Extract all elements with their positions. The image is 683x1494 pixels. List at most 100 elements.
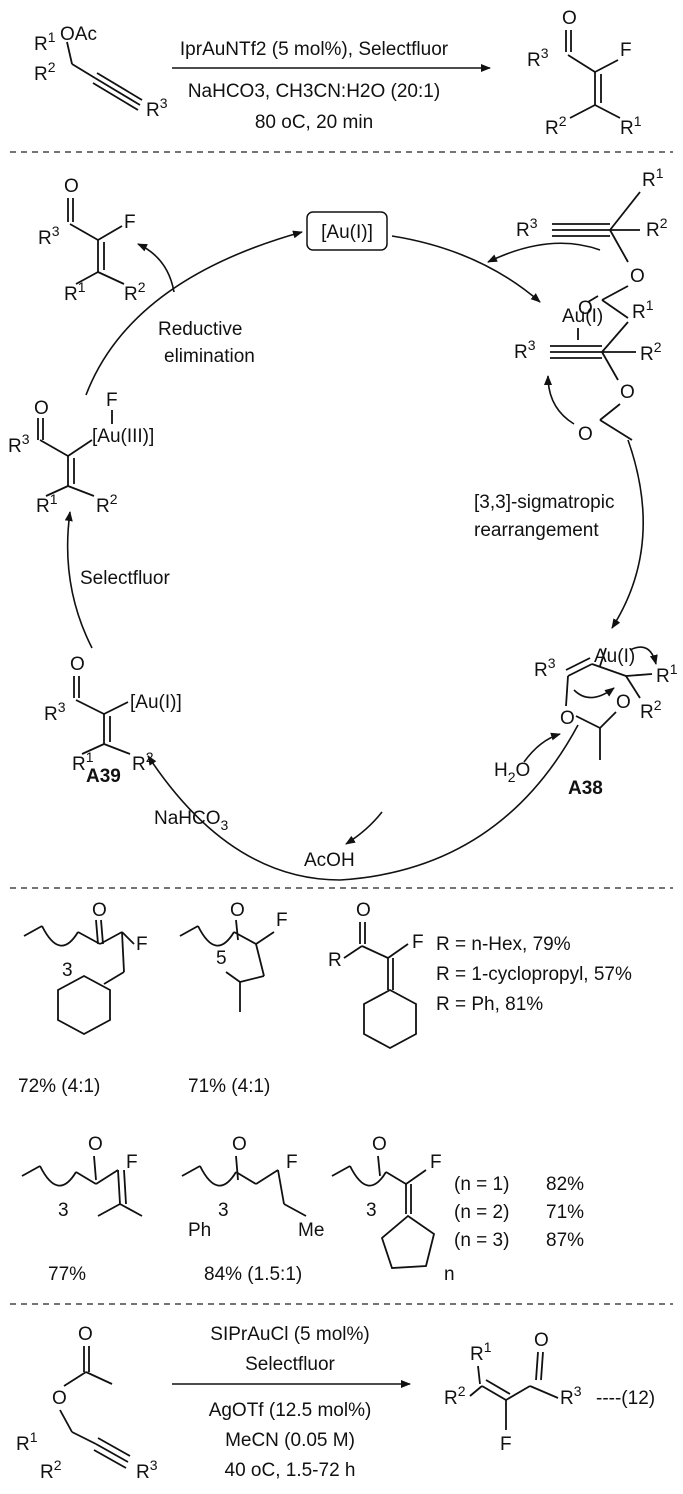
a39-structure: O R3 [Au(I)] R1 R2 — [44, 654, 182, 775]
condition-line-1: IprAuNTf2 (5 mol%), Selectfluor — [180, 39, 449, 60]
bottom-condition-4: MeCN (0.05 M) — [225, 1430, 355, 1451]
top-product: O R3 F R2 R1 — [527, 8, 642, 139]
oac-label: OAc — [60, 24, 97, 45]
n1-label: (n = 1) — [454, 1174, 509, 1195]
svg-text:R2: R2 — [640, 697, 662, 723]
svg-text:R3: R3 — [534, 655, 556, 681]
svg-text:R1: R1 — [470, 1339, 492, 1365]
o-label: O — [562, 8, 577, 29]
f-label: F — [620, 40, 632, 61]
condition-line-2: NaHCO3, CH3CN:H2O (20:1) — [188, 81, 440, 102]
svg-text:O: O — [620, 382, 635, 403]
a38-structure: Au(I) R3 R1 R2 O O — [523, 646, 678, 763]
svg-text:F: F — [124, 212, 136, 233]
base-label: NaHCO3 — [154, 808, 229, 833]
a39-label: A39 — [86, 766, 121, 787]
yield-5: 84% (1.5:1) — [204, 1264, 302, 1285]
svg-text:O: O — [616, 692, 631, 713]
svg-text:O: O — [34, 398, 49, 419]
svg-text:n: n — [444, 1264, 455, 1285]
svg-text:O: O — [64, 176, 79, 197]
acoh-label: AcOH — [304, 850, 355, 871]
svg-text:R3: R3 — [514, 337, 536, 363]
svg-text:R1: R1 — [642, 165, 664, 191]
r3-label: R3 — [527, 45, 549, 71]
bottom-product: R1 R2 F O R3 ----(12) — [444, 1330, 655, 1455]
cycle-product: O R3 F R1 R2 — [38, 176, 146, 305]
bottom-condition-5: 40 oC, 1.5-72 h — [225, 1460, 356, 1481]
svg-text:O: O — [578, 424, 593, 445]
compound-5: 3 O F Ph Me 84% (1.5:1) — [181, 1134, 324, 1285]
svg-text:O: O — [70, 654, 85, 675]
svg-text:R3: R3 — [516, 215, 538, 241]
svg-text:R1: R1 — [656, 661, 678, 687]
svg-text:F: F — [136, 934, 148, 955]
top-reactant: OAc R1 R2 R3 — [34, 24, 168, 121]
selectfluor-label: Selectfluor — [80, 568, 170, 589]
svg-text:O: O — [578, 298, 593, 319]
n3-yield: 87% — [546, 1230, 584, 1251]
svg-text:[Au(III)]: [Au(III)] — [92, 426, 154, 447]
svg-text:R3: R3 — [38, 223, 60, 249]
svg-text:O: O — [630, 266, 645, 287]
svg-text:R2: R2 — [640, 339, 662, 365]
svg-text:R2: R2 — [444, 1383, 466, 1409]
compound-2: 5 O F 71% (4:1) — [179, 900, 288, 1097]
au-iii-intermediate: F [Au(III)] O R3 R1 R2 — [8, 390, 154, 517]
svg-text:R2: R2 — [40, 1457, 62, 1483]
cycle-substrate: R3 R1 R2 O O — [516, 165, 668, 319]
sigmatropic-label-2: rearrangement — [474, 520, 599, 541]
svg-text:3: 3 — [366, 1200, 377, 1221]
water-label: H2O — [494, 760, 530, 785]
svg-text:Ph: Ph — [188, 1220, 211, 1241]
svg-text:R1: R1 — [64, 279, 86, 305]
compound-1: 3 O F 72% (4:1) — [18, 900, 148, 1097]
svg-text:O: O — [230, 900, 245, 921]
variant-3: R = Ph, 81% — [436, 994, 543, 1015]
svg-text:O: O — [88, 1134, 103, 1155]
substrate-scope: 3 O F 72% (4:1) 5 O F 71 — [18, 900, 632, 1285]
catalyst-box — [306, 211, 388, 251]
yield-1: 72% (4:1) — [18, 1076, 100, 1097]
svg-text:F: F — [106, 390, 118, 411]
svg-text:[Au(I)]: [Au(I)] — [130, 692, 182, 713]
r3-label: R3 — [146, 95, 168, 121]
svg-text:R3: R3 — [8, 431, 30, 457]
reductive-label-2: elimination — [164, 346, 255, 367]
equation-label: ----(12) — [596, 1388, 655, 1409]
yield-2: 71% (4:1) — [188, 1076, 270, 1097]
n2-label: (n = 2) — [454, 1202, 509, 1223]
svg-text:F: F — [126, 1152, 138, 1173]
svg-text:F: F — [430, 1152, 442, 1173]
svg-text:5: 5 — [216, 948, 227, 969]
svg-text:O: O — [52, 1388, 67, 1409]
svg-text:3: 3 — [62, 960, 73, 981]
svg-text:R2: R2 — [124, 279, 146, 305]
svg-text:F: F — [500, 1434, 512, 1455]
bottom-condition-3: AgOTf (12.5 mol%) — [209, 1400, 372, 1421]
svg-text:R3: R3 — [560, 1383, 582, 1409]
svg-text:F: F — [412, 932, 424, 953]
reductive-label-1: Reductive — [158, 319, 243, 340]
variant-2: R = 1-cyclopropyl, 57% — [436, 964, 632, 985]
condition-line-3: 80 oC, 20 min — [255, 112, 373, 133]
yield-4: 77% — [48, 1264, 86, 1285]
r1-label: R1 — [620, 113, 642, 139]
a38-label: A38 — [568, 778, 603, 799]
r2-label: R2 — [545, 113, 567, 139]
svg-text:F: F — [276, 910, 288, 931]
au-alkyne-complex: Au(I) R3 R1 R2 O O — [514, 297, 662, 445]
catalyst-label: [Au(I)] — [321, 222, 373, 243]
svg-text:R2: R2 — [96, 491, 118, 517]
bottom-conditions: SIPrAuCl (5 mol%) Selectfluor AgOTf (12.… — [172, 1324, 411, 1481]
bottom-condition-2: Selectfluor — [245, 1354, 335, 1375]
compound-3: R O F R = n-Hex, 79% R = 1-cyclopropyl, … — [328, 900, 632, 1050]
sigmatropic-label-1: [3,3]-sigmatropic — [474, 492, 614, 513]
n2-yield: 71% — [546, 1202, 584, 1223]
svg-text:Au(I): Au(I) — [562, 306, 603, 327]
svg-text:R2: R2 — [132, 749, 154, 775]
svg-text:3: 3 — [58, 1200, 69, 1221]
svg-text:O: O — [232, 1134, 247, 1155]
bottom-reactant: O O R1 R2 R3 — [16, 1324, 158, 1483]
svg-text:F: F — [286, 1152, 298, 1173]
